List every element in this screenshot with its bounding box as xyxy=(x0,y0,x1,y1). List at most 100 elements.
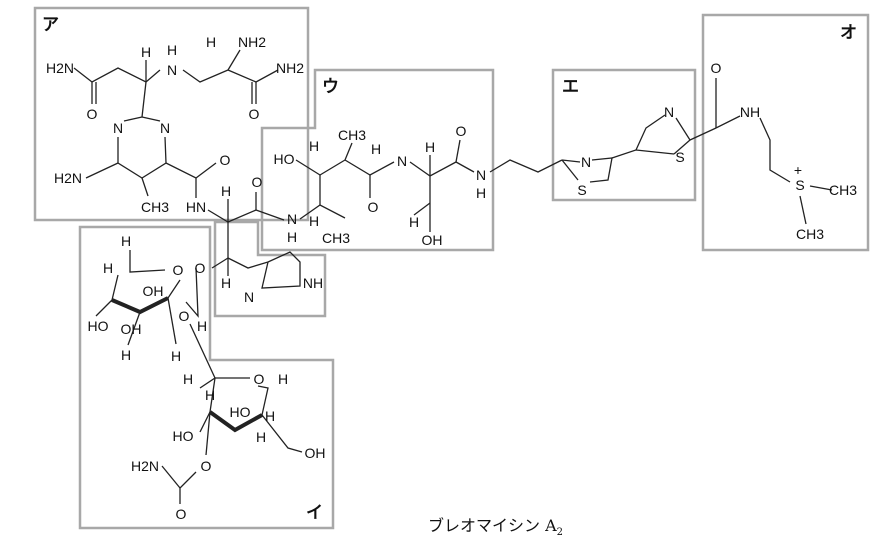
compound-variant: A xyxy=(545,516,557,535)
atom-label: H xyxy=(206,34,216,50)
bond xyxy=(455,161,475,173)
atom-label: N xyxy=(397,153,407,169)
compound-name: ブレオマイシン xyxy=(428,516,541,535)
atom-label: H xyxy=(205,387,215,403)
atom-label: H xyxy=(121,347,131,363)
box-label-e: エ xyxy=(562,77,579,97)
atom-label: CH3 xyxy=(796,226,824,242)
atom-label: S xyxy=(577,182,586,198)
atom-label: N xyxy=(113,120,123,136)
bond xyxy=(344,142,353,161)
atom-label: N xyxy=(244,289,254,305)
atom-label: NH xyxy=(740,104,760,120)
bond xyxy=(189,323,216,379)
bond xyxy=(489,159,563,173)
atom-label: H xyxy=(476,185,486,201)
atom-label: H xyxy=(278,371,288,387)
region-box-u xyxy=(260,68,495,252)
atom-label: HO xyxy=(230,404,251,420)
atom-label: OH xyxy=(305,445,326,461)
atom-label: O xyxy=(201,458,212,474)
bond xyxy=(589,157,613,183)
bond xyxy=(85,162,119,179)
bond xyxy=(261,414,303,453)
atom-label: O xyxy=(456,123,467,139)
region-box-e xyxy=(551,68,697,202)
bond xyxy=(295,159,321,176)
atom-label: OH xyxy=(422,232,443,248)
box-label-i: イ xyxy=(306,503,323,523)
atom-label: H xyxy=(183,371,193,387)
atom-label: O xyxy=(368,199,379,215)
atom-label: O xyxy=(252,174,263,190)
atom-label: O xyxy=(711,60,722,76)
atom-label: H xyxy=(141,44,151,60)
atom-label: H xyxy=(256,429,266,445)
bond xyxy=(561,159,579,181)
bond xyxy=(759,117,791,183)
atom-label: OH xyxy=(121,321,142,337)
atom-label: O xyxy=(173,262,184,278)
atom-label: NH2 xyxy=(276,60,304,76)
atom-label: H xyxy=(221,275,231,291)
bond xyxy=(413,202,431,216)
atom-label: CH3 xyxy=(338,127,366,143)
atom-label: H2N xyxy=(46,60,74,76)
atom-label: O xyxy=(254,371,265,387)
atom-label: O xyxy=(220,152,231,168)
bond xyxy=(141,177,149,197)
bond xyxy=(182,69,229,83)
atom-label: H xyxy=(425,139,435,155)
atom-label: H xyxy=(221,183,231,199)
bond xyxy=(561,159,581,163)
bond xyxy=(95,274,119,317)
bond xyxy=(227,49,241,71)
atom-label: CH3 xyxy=(141,199,169,215)
bonds xyxy=(73,49,833,504)
atom-label: H xyxy=(103,260,113,276)
bond xyxy=(211,257,229,269)
bond xyxy=(199,411,211,433)
compound-subscript: 2 xyxy=(556,527,564,539)
bond xyxy=(344,159,395,176)
atom-label: H xyxy=(309,138,319,154)
bond xyxy=(611,114,666,159)
atom-label: H xyxy=(197,318,207,334)
region-box-imidazole xyxy=(213,220,327,318)
bond xyxy=(715,115,741,129)
atom-label: H xyxy=(287,229,297,245)
atom-label: NH2 xyxy=(238,34,266,50)
bond xyxy=(227,69,279,83)
bond xyxy=(409,161,457,177)
atom-label: + xyxy=(794,162,802,178)
bond xyxy=(167,297,177,345)
atom-label: HN xyxy=(186,199,206,215)
region-box-a xyxy=(33,6,310,222)
bond xyxy=(635,149,675,155)
bond xyxy=(185,267,199,318)
bold-ring-bond xyxy=(111,296,169,315)
atom-label: N xyxy=(287,211,297,227)
atom-label: S xyxy=(675,149,684,165)
atom-label: H xyxy=(167,42,177,58)
bond xyxy=(161,465,181,489)
atom-label: H xyxy=(171,348,181,364)
bond xyxy=(179,471,197,504)
atom-label: H2N xyxy=(54,170,82,186)
atom-label: O xyxy=(176,506,187,522)
atom-label: HO xyxy=(88,318,109,334)
box-label-o: オ xyxy=(840,23,857,43)
region-box-i xyxy=(78,225,335,530)
bond xyxy=(117,136,167,179)
box-label-u: ウ xyxy=(322,77,339,97)
atom-label: O xyxy=(249,106,260,122)
atom-label: O xyxy=(195,260,206,276)
atom-label: O xyxy=(87,106,98,122)
bond xyxy=(165,162,217,179)
bond xyxy=(127,311,141,346)
atom-label: H xyxy=(409,214,419,230)
atom-label: O xyxy=(179,308,190,324)
